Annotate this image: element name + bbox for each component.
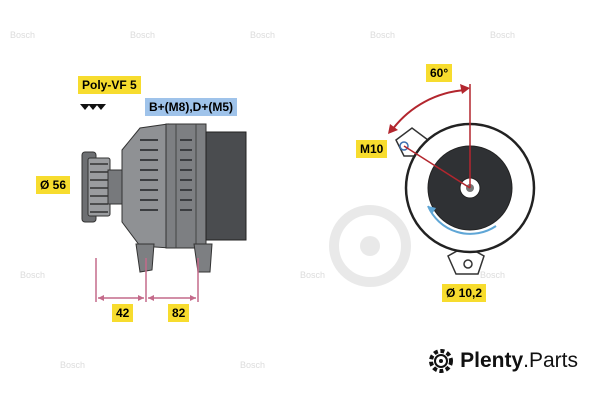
pulley-diameter-label: Ø 56 <box>36 176 71 194</box>
watermark-bosch: Bosch <box>10 30 36 40</box>
watermark-bosch: Bosch <box>250 30 276 40</box>
alternator-end-view <box>388 84 536 275</box>
dimension-lines <box>95 258 199 302</box>
hole-diameter-label: Ø 10,2 <box>442 284 487 302</box>
site-name: Plenty <box>460 349 524 372</box>
stator <box>165 123 207 249</box>
terminals-label: B+(M8),D+(M5) <box>145 98 238 116</box>
site-suffix: .Parts <box>523 349 578 372</box>
watermark-bosch: Bosch <box>240 360 266 370</box>
dimension-82-label: 82 <box>168 304 190 322</box>
watermark-bosch: Bosch <box>300 270 326 280</box>
gear-icon <box>329 205 411 287</box>
belt-profile-icon <box>80 104 106 110</box>
watermark-bosch: Bosch <box>370 30 396 40</box>
watermark-bosch: Bosch <box>490 30 516 40</box>
mounting-foot-front <box>135 243 155 273</box>
watermark-bosch: Bosch <box>130 30 156 40</box>
mounting-foot-rear <box>193 243 213 273</box>
rear-cover <box>205 131 247 241</box>
watermark-bosch: Bosch <box>20 270 46 280</box>
rotation-direction-arrow <box>427 205 497 235</box>
gear-icon <box>429 349 454 373</box>
angle-label: 60° <box>426 64 453 82</box>
front-housing <box>121 123 171 249</box>
mount-thread-label: M10 <box>356 140 388 158</box>
pulley <box>81 151 123 223</box>
dimension-42-label: 42 <box>112 304 134 322</box>
watermark-bosch: Bosch <box>60 360 86 370</box>
belt-type-label: Poly-VF 5 <box>78 76 141 94</box>
site-brand: Plenty.Parts <box>428 348 578 374</box>
angle-arc <box>391 89 467 131</box>
watermark-bosch: Bosch <box>480 270 506 280</box>
